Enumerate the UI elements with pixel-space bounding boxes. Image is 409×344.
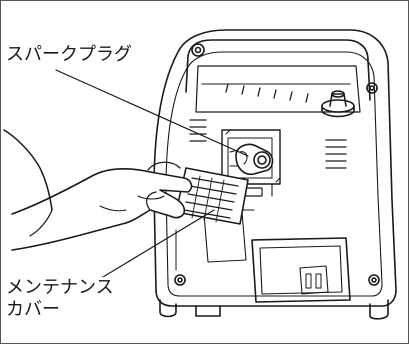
outlet-box bbox=[251, 237, 351, 303]
spark-plug-recess bbox=[221, 129, 281, 185]
maintenance-cover-label-line1: メンテナンス bbox=[6, 277, 114, 298]
mounting-hole-top-right bbox=[366, 82, 378, 94]
spark-plug-label: スパークプラグ bbox=[6, 44, 132, 66]
control-panel bbox=[201, 83, 351, 103]
vent-slots-right bbox=[325, 139, 347, 169]
spark-plug bbox=[229, 143, 274, 176]
spark-plug-leader-line bbox=[55, 69, 249, 157]
feet bbox=[159, 299, 389, 320]
mounting-hole-bottom-left bbox=[174, 274, 186, 286]
maintenance-cover-leader-line bbox=[97, 209, 215, 281]
generator-housing bbox=[153, 29, 397, 307]
maintenance-cover bbox=[175, 167, 249, 225]
mounting-hole-top-left bbox=[191, 43, 205, 57]
maintenance-cover-label: メンテナンス カバー bbox=[6, 277, 114, 321]
top-knob bbox=[321, 90, 355, 118]
maintenance-cover-label-line2: カバー bbox=[6, 299, 60, 320]
carry-handle bbox=[185, 39, 371, 101]
mounting-hole-bottom-right bbox=[368, 274, 380, 286]
sleeve bbox=[3, 129, 53, 237]
hand bbox=[11, 161, 193, 251]
handle-opening bbox=[195, 65, 361, 113]
housing-inner-edge bbox=[165, 51, 383, 297]
